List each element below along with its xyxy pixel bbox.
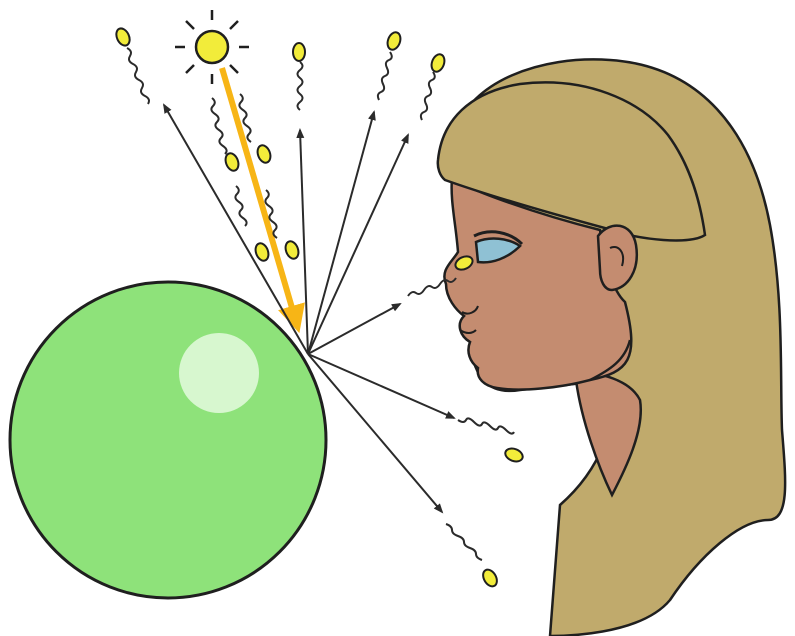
wavy-wave-icon <box>446 524 482 560</box>
photon-icon <box>385 30 402 51</box>
ray-down-right-2 <box>308 354 442 512</box>
wavy-wave-icon <box>235 186 246 226</box>
wavy-wave-icon <box>421 72 435 120</box>
photon-icon <box>503 446 524 463</box>
ray-up <box>300 130 308 354</box>
photon-icon <box>480 567 499 589</box>
photon-icon <box>429 52 446 73</box>
incoming-ray-arrow <box>222 68 297 325</box>
wavy-wave-icon <box>378 52 392 100</box>
wavy-wave-icon <box>211 98 226 154</box>
wavy-wave-icon <box>458 418 514 433</box>
girl-face <box>438 59 785 636</box>
ball-highlight <box>179 333 259 413</box>
photon-icon <box>283 239 300 260</box>
ray-to-eye <box>308 304 400 354</box>
photon-icon <box>223 151 240 172</box>
photon-icon <box>114 26 132 47</box>
photon-icon <box>255 143 272 164</box>
photon-icon <box>293 43 305 61</box>
wavy-wave-icon <box>298 62 303 110</box>
ray-down-right <box>308 354 454 418</box>
green-ball <box>10 282 326 598</box>
photon-icon <box>253 241 270 262</box>
wavy-wave-icon <box>127 48 149 104</box>
sun-icon <box>175 10 249 84</box>
